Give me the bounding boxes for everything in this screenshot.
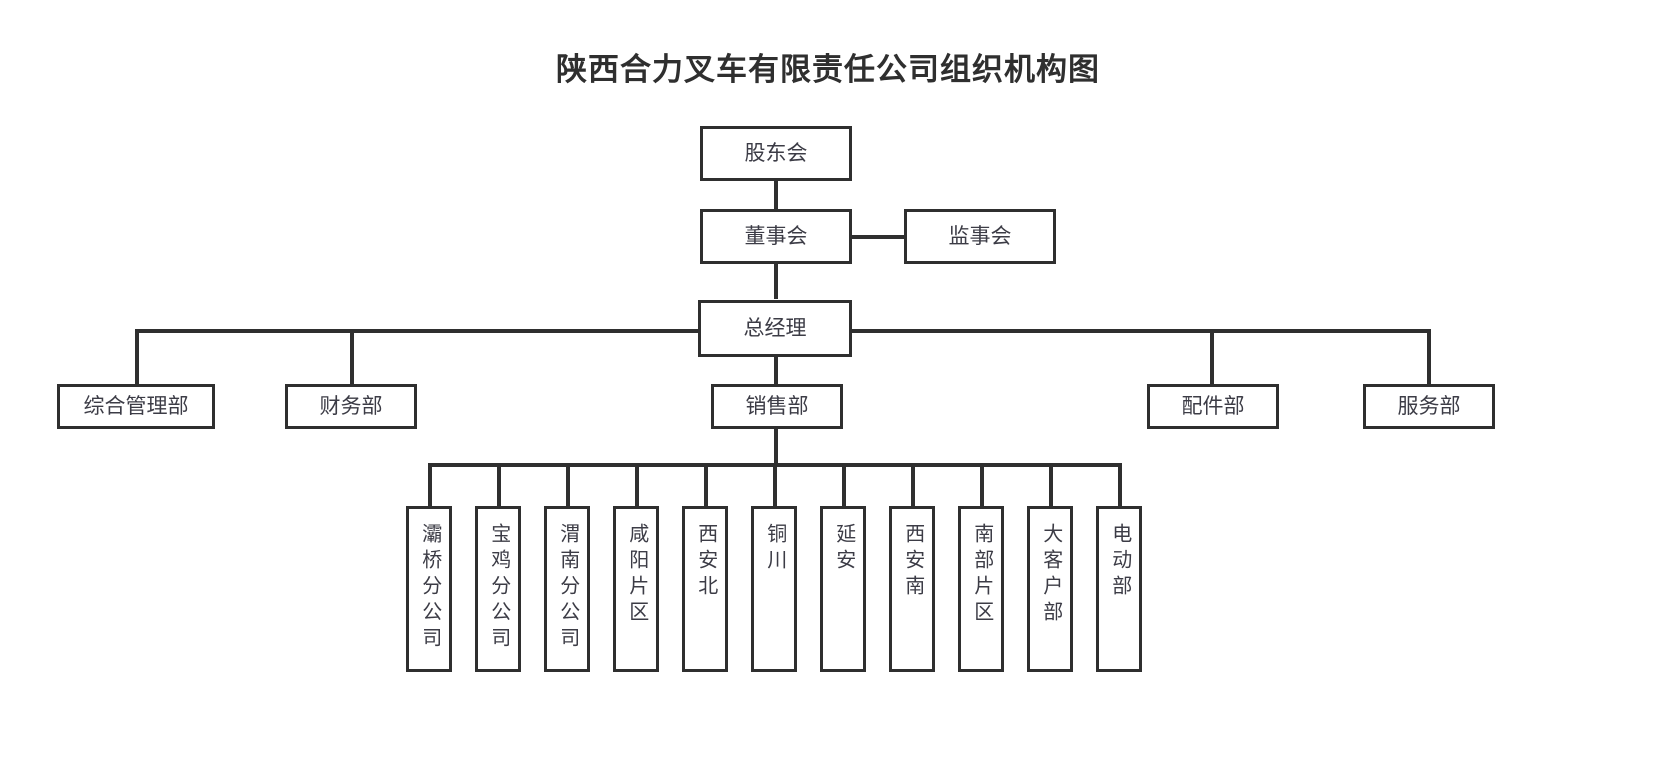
connector-branch-drop-1 [428, 463, 432, 508]
connector-branch-drop-8 [911, 463, 915, 508]
connector-board-to-general-manager [774, 263, 778, 299]
page-title: 陕西合力叉车有限责任公司组织机构图 [556, 52, 1100, 87]
node-branch-5[interactable]: 西安北 [682, 506, 728, 672]
node-general-admin-label: 综合管理部 [83, 394, 189, 419]
node-general-manager[interactable]: 总经理 [698, 300, 852, 357]
node-supervisors[interactable]: 监事会 [904, 209, 1056, 264]
node-branch-10[interactable]: 大客户部 [1027, 506, 1073, 672]
node-branch-7[interactable]: 延安 [820, 506, 866, 672]
node-branch-3[interactable]: 渭南分公司 [544, 506, 590, 672]
connector-branch-drop-7 [842, 463, 846, 508]
connector-bus-to-service [1427, 329, 1431, 384]
node-branch-9-label: 南部片区 [970, 523, 993, 627]
node-branch-3-label: 渭南分公司 [556, 523, 579, 653]
node-branch-2-label: 宝鸡分公司 [487, 523, 510, 653]
connector-branch-drop-5 [704, 463, 708, 508]
connector-branch-drop-3 [566, 463, 570, 508]
node-shareholders-label: 股东会 [744, 141, 808, 166]
node-branch-2[interactable]: 宝鸡分公司 [475, 506, 521, 672]
connector-branch-drop-6 [773, 463, 777, 508]
node-general-manager-label: 总经理 [743, 316, 807, 341]
connector-bus-to-parts [1210, 329, 1214, 384]
connector-shareholders-to-board [774, 180, 778, 212]
node-branch-9[interactable]: 南部片区 [958, 506, 1004, 672]
node-branch-11-label: 电动部 [1108, 523, 1131, 601]
connector-branch-drop-4 [635, 463, 639, 508]
node-branch-4-label: 咸阳片区 [625, 523, 648, 627]
connector-sales-to-branch-bus [774, 429, 778, 465]
node-branch-6-label: 铜川 [763, 523, 786, 575]
node-branch-8[interactable]: 西安南 [889, 506, 935, 672]
connector-bus-to-finance [350, 329, 354, 384]
node-branch-1-label: 灞桥分公司 [418, 523, 441, 653]
node-service[interactable]: 服务部 [1363, 384, 1495, 429]
connector-bus-to-general-admin [135, 329, 139, 384]
node-branch-10-label: 大客户部 [1039, 523, 1062, 627]
connector-branch-drop-9 [980, 463, 984, 508]
node-branch-5-label: 西安北 [694, 523, 717, 601]
node-parts-label: 配件部 [1181, 394, 1245, 419]
node-service-label: 服务部 [1397, 394, 1461, 419]
node-branch-4[interactable]: 咸阳片区 [613, 506, 659, 672]
connector-board-to-supervisors [852, 235, 906, 239]
connector-gm-to-sales [774, 357, 778, 384]
node-finance-label: 财务部 [319, 394, 383, 419]
node-supervisors-label: 监事会 [948, 224, 1012, 249]
node-board[interactable]: 董事会 [700, 209, 852, 264]
node-branch-1[interactable]: 灞桥分公司 [406, 506, 452, 672]
connector-branch-drop-10 [1049, 463, 1053, 508]
node-branch-7-label: 延安 [832, 523, 855, 575]
node-parts[interactable]: 配件部 [1147, 384, 1279, 429]
node-branch-6[interactable]: 铜川 [751, 506, 797, 672]
node-finance[interactable]: 财务部 [285, 384, 417, 429]
node-branch-8-label: 西安南 [901, 523, 924, 601]
node-board-label: 董事会 [744, 224, 808, 249]
connector-branch-drop-11 [1118, 463, 1122, 508]
node-shareholders[interactable]: 股东会 [700, 126, 852, 181]
node-sales[interactable]: 销售部 [711, 384, 843, 429]
node-branch-11[interactable]: 电动部 [1096, 506, 1142, 672]
connector-branch-drop-2 [497, 463, 501, 508]
node-general-admin[interactable]: 综合管理部 [57, 384, 215, 429]
node-sales-label: 销售部 [745, 394, 809, 419]
